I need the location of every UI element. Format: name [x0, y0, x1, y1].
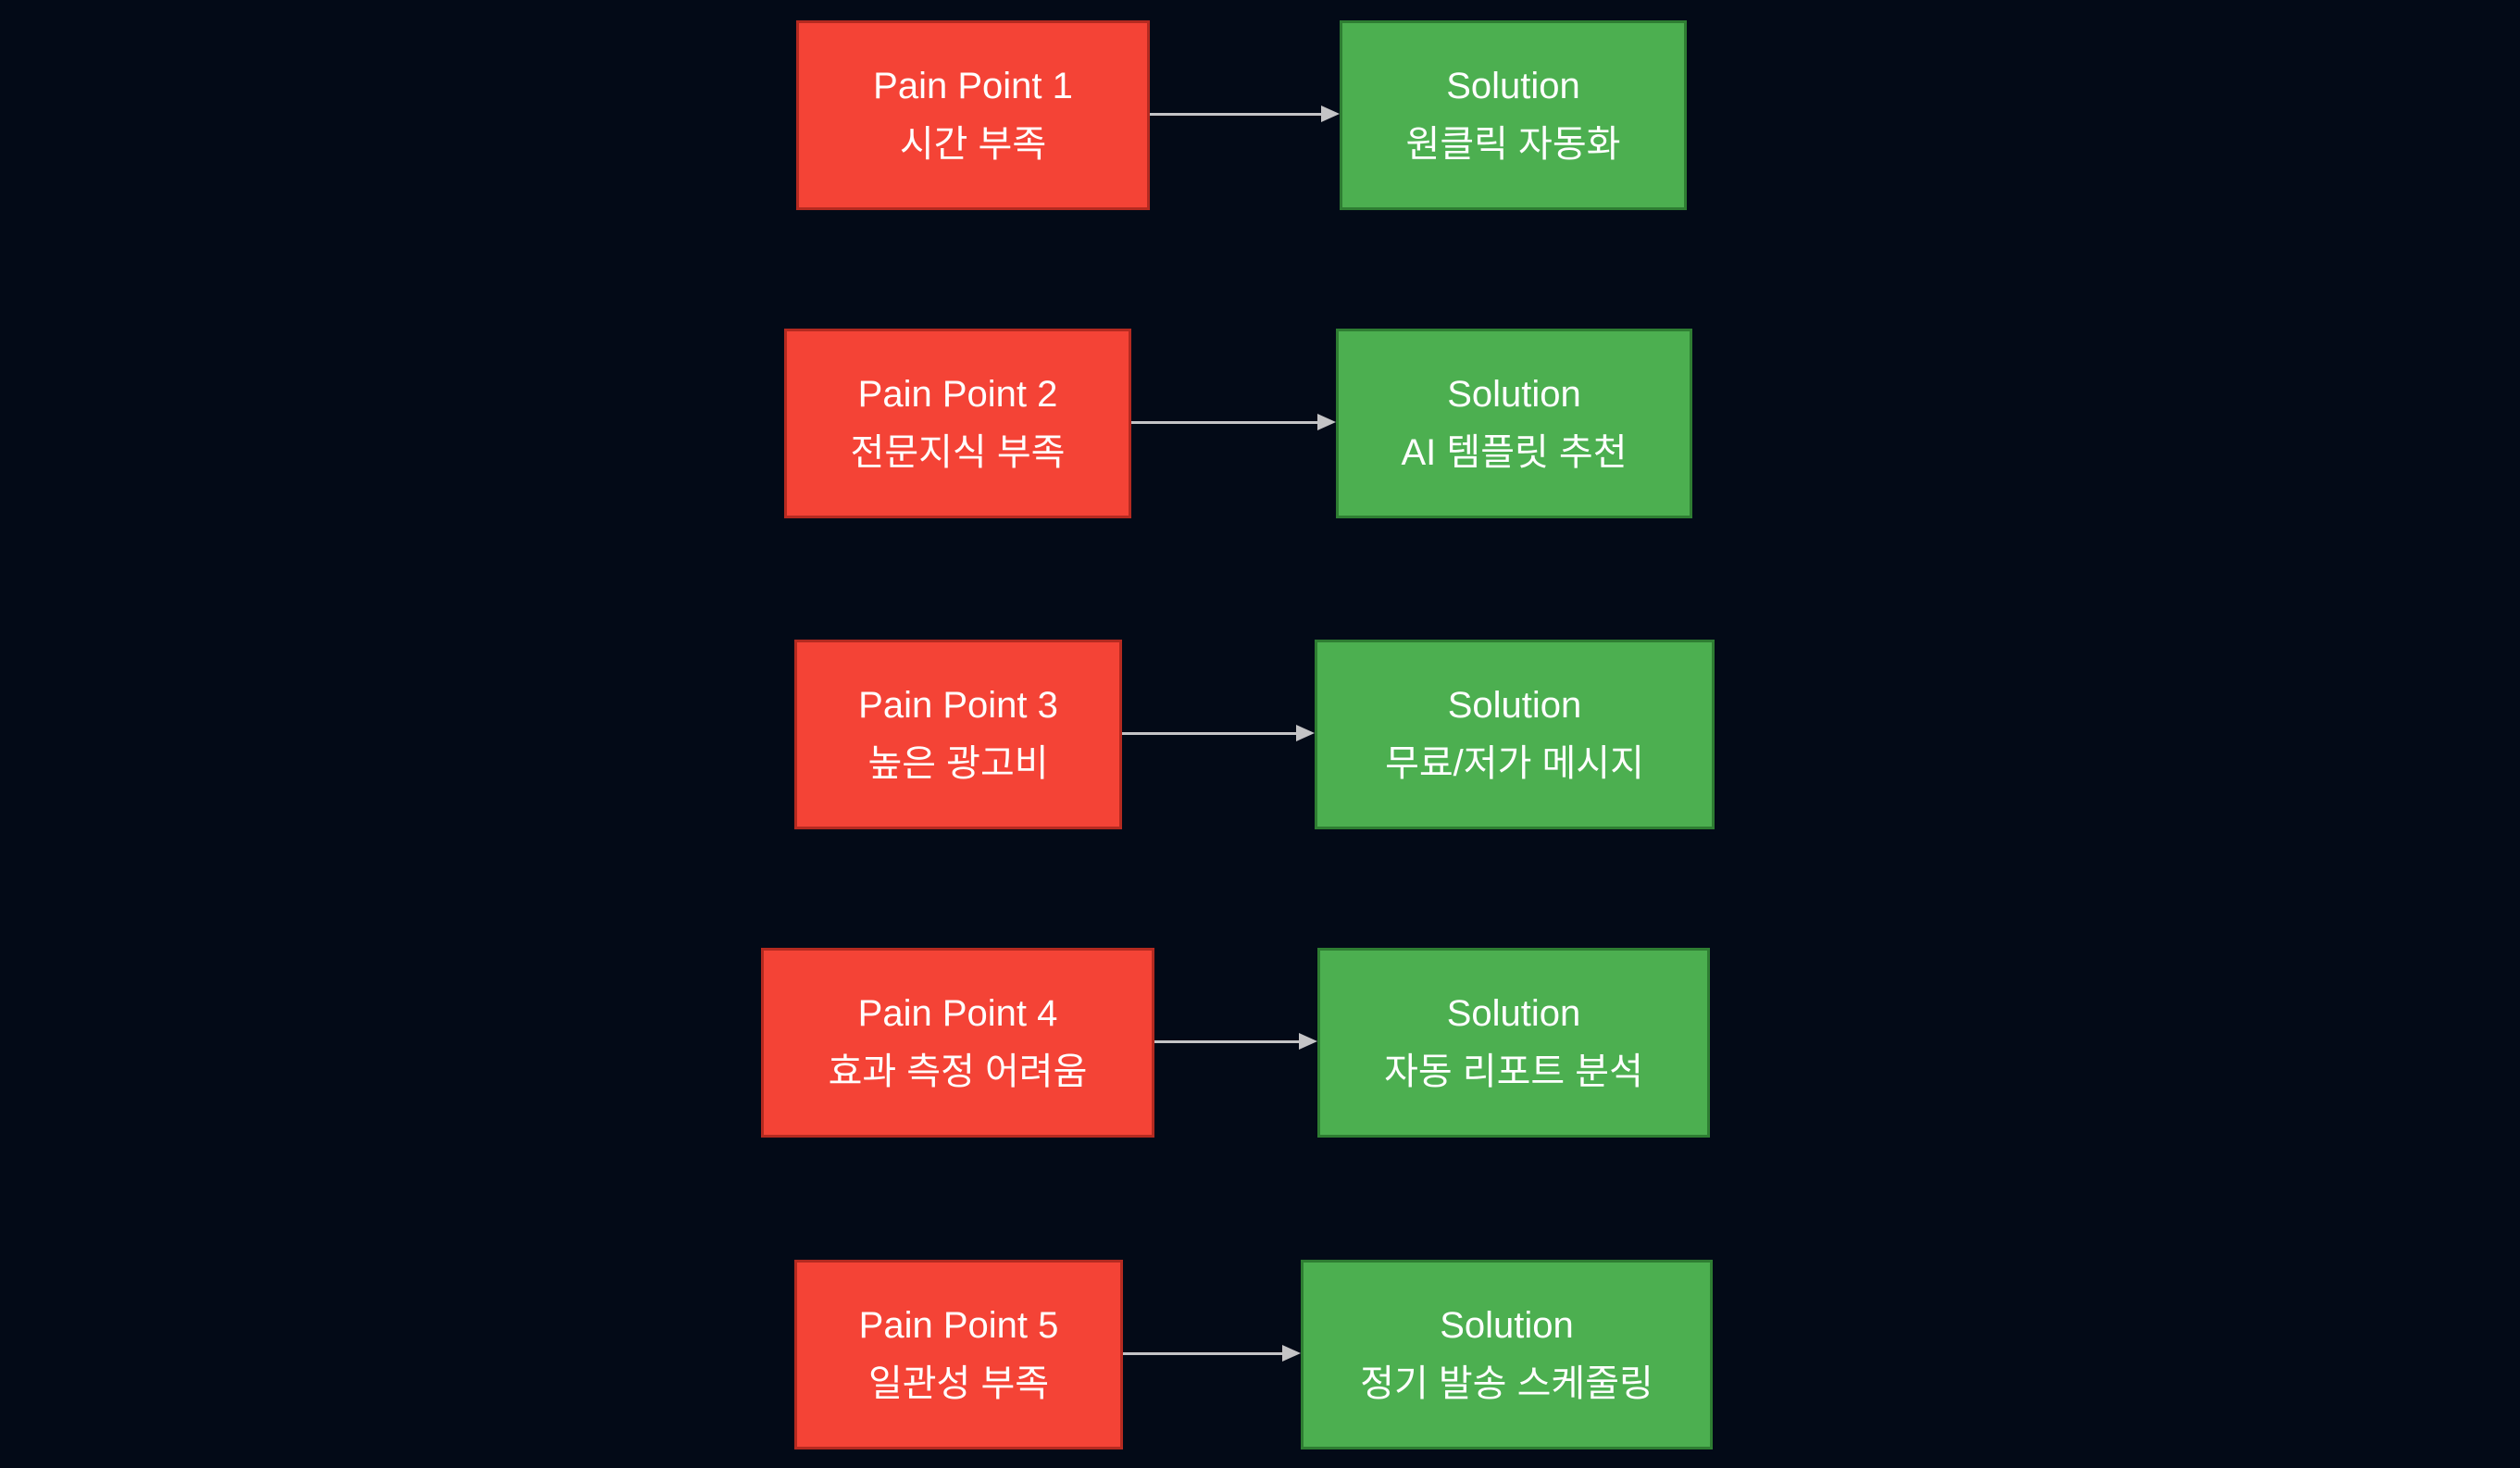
arrow-line — [1154, 1040, 1299, 1043]
pain-point-subtitle: 시간 부족 — [899, 123, 1047, 165]
solution-title: Solution — [1440, 1304, 1574, 1346]
solution-subtitle: 원클릭 자동화 — [1405, 123, 1621, 165]
pain-point-1-box: Pain Point 1 시간 부족 — [796, 20, 1150, 210]
pain-point-title: Pain Point 2 — [857, 373, 1058, 415]
pain-point-title: Pain Point 4 — [857, 992, 1058, 1034]
pain-point-subtitle: 일관성 부족 — [867, 1362, 1050, 1404]
pain-point-subtitle: 높은 광고비 — [867, 742, 1049, 784]
solution-subtitle: 자동 리포트 분석 — [1384, 1051, 1643, 1092]
arrow-line — [1123, 1352, 1282, 1355]
pain-point-2-box: Pain Point 2 전문지식 부족 — [784, 329, 1131, 518]
solution-title: Solution — [1447, 684, 1582, 726]
arrow-head-icon — [1321, 106, 1340, 122]
pain-point-title: Pain Point 1 — [873, 65, 1073, 106]
solution-3-box: Solution 무료/저가 메시지 — [1315, 640, 1715, 829]
pain-point-5-box: Pain Point 5 일관성 부족 — [794, 1260, 1123, 1449]
pain-point-4-box: Pain Point 4 효과 측정 어려움 — [761, 948, 1154, 1138]
arrow-head-icon — [1299, 1033, 1317, 1050]
solution-2-box: Solution AI 템플릿 추천 — [1336, 329, 1692, 518]
solution-5-box: Solution 정기 발송 스케줄링 — [1301, 1260, 1713, 1449]
solution-subtitle: AI 템플릿 추천 — [1401, 431, 1628, 473]
pain-point-subtitle: 효과 측정 어려움 — [828, 1051, 1088, 1092]
solution-4-box: Solution 자동 리포트 분석 — [1317, 948, 1710, 1138]
pain-point-title: Pain Point 5 — [858, 1304, 1059, 1346]
arrow-line — [1122, 732, 1296, 735]
arrow-line — [1150, 113, 1321, 116]
arrow-head-icon — [1296, 725, 1315, 741]
arrow-line — [1131, 421, 1317, 424]
solution-title: Solution — [1446, 65, 1580, 106]
solution-title: Solution — [1447, 373, 1581, 415]
pain-point-title: Pain Point 3 — [858, 684, 1058, 726]
solution-1-box: Solution 원클릭 자동화 — [1340, 20, 1687, 210]
pain-point-3-box: Pain Point 3 높은 광고비 — [794, 640, 1122, 829]
solution-title: Solution — [1446, 992, 1581, 1034]
solution-subtitle: 정기 발송 스케줄링 — [1360, 1362, 1653, 1404]
arrow-head-icon — [1282, 1345, 1301, 1362]
arrow-head-icon — [1317, 414, 1336, 430]
solution-subtitle: 무료/저가 메시지 — [1385, 742, 1644, 784]
pain-point-subtitle: 전문지식 부족 — [850, 431, 1066, 473]
